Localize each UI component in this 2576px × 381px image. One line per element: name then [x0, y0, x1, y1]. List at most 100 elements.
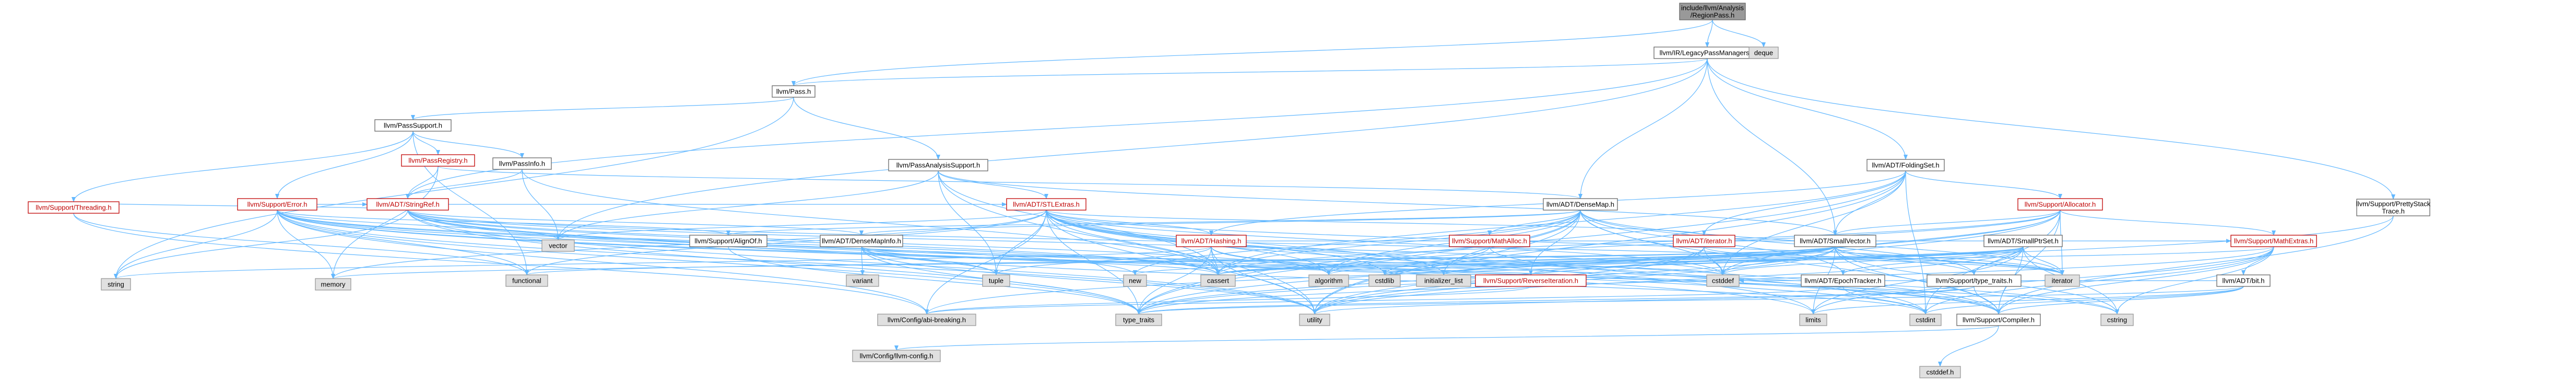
node-iterator-h[interactable]: llvm/ADT/iterator.h	[1673, 235, 1735, 247]
edge-legacy_pm-to-small_vector	[1707, 58, 1837, 236]
node-math-extras[interactable]: llvm/Support/MathExtras.h	[2230, 235, 2317, 247]
edge-pass_analysis_support-to-vector	[556, 170, 939, 240]
edge-dense_map-to-type_traits_llvm	[1580, 210, 1976, 275]
node-region-pass[interactable]: include/llvm/Analysis/RegionPass.h	[1679, 3, 1746, 20]
edge-pass_support-to-pass_info	[412, 131, 524, 158]
node-allocator[interactable]: llvm/Support/Allocator.h	[2017, 198, 2103, 211]
node-box	[820, 235, 903, 247]
node-box	[1176, 235, 1247, 247]
edge-line	[861, 246, 1725, 275]
node-box	[1706, 274, 1740, 287]
node-epoch-tracker[interactable]: llvm/ADT/EpochTracker.h	[1801, 274, 1885, 287]
edge-line	[791, 19, 1713, 86]
node-pass-h[interactable]: llvm/Pass.h	[772, 85, 816, 98]
edge-line	[1216, 210, 2061, 275]
edge-pass_h-to-pass_support	[411, 97, 794, 120]
node-pass-analysis-support[interactable]: llvm/PassAnalysisSupport.h	[888, 159, 988, 171]
node-legacy-pm[interactable]: llvm/IR/LegacyPassManagers.h	[1653, 47, 1761, 59]
node-bit-h[interactable]: llvm/ADT/bit.h	[2216, 274, 2271, 287]
edge-line	[1216, 210, 1581, 275]
edge-line	[1580, 210, 1725, 275]
edge-line	[407, 210, 2119, 315]
node-math-alloc[interactable]: llvm/Support/MathAlloc.h	[1449, 235, 1530, 247]
node-label: llvm/Config/abi-breaking.h	[888, 316, 966, 324]
edge-line	[1529, 246, 2024, 275]
edge-small_vector-to-type_traits_llvm	[1835, 246, 1976, 275]
edge-line	[925, 286, 1844, 315]
node-string-ref[interactable]: llvm/ADT/StringRef.h	[367, 198, 449, 211]
edge-error-to-config_abi	[277, 210, 929, 315]
node-dense-map[interactable]: llvm/ADT/DenseMap.h	[1543, 198, 1618, 211]
edge-small_vector-to-cassert	[1216, 246, 1836, 275]
node-box	[1983, 235, 2063, 247]
node-compiler-h[interactable]: llvm/Support/Compiler.h	[1956, 314, 2041, 326]
node-box	[852, 350, 941, 362]
node-label: llvm/ADT/Hashing.h	[1181, 237, 1242, 245]
node-label: llvm/Pass.h	[776, 88, 811, 96]
node-hashing[interactable]: llvm/ADT/Hashing.h	[1176, 235, 1247, 247]
edge-region_pass-to-legacy_pm	[1705, 19, 1713, 48]
node-label: Trace.h	[2382, 207, 2405, 215]
node-label: limits	[1805, 316, 1821, 324]
node-pass-support[interactable]: llvm/PassSupport.h	[374, 119, 452, 132]
node-type-traits-llvm[interactable]: llvm/Support/type_traits.h	[1927, 274, 2022, 287]
edge-bit_h-to-compiler_h	[1996, 286, 2244, 315]
edge-pass_h-to-pass_analysis_support	[793, 97, 940, 160]
edge-line	[1712, 19, 1766, 48]
node-box	[101, 278, 131, 291]
edge-line	[407, 210, 2001, 315]
node-box	[1799, 314, 1827, 326]
node-pass-info[interactable]: llvm/PassInfo.h	[492, 157, 552, 170]
node-label: algorithm	[1315, 277, 1342, 285]
edge-threading-to-config_abi	[73, 213, 929, 315]
edge-line	[1529, 210, 1581, 275]
edge-error-to-string	[114, 210, 278, 279]
node-label: include/llvm/Analysis	[1681, 4, 1744, 12]
edge-dense_map-to-new	[1133, 210, 1581, 275]
node-small-ptr-set[interactable]: llvm/ADT/SmallPtrSet.h	[1983, 235, 2063, 247]
node-stl-extras[interactable]: llvm/ADT/STLExtras.h	[1006, 198, 1086, 211]
edge-line	[791, 58, 1708, 86]
node-align-of[interactable]: llvm/Support/AlignOf.h	[689, 235, 767, 247]
node-error[interactable]: llvm/Support/Error.h	[237, 198, 317, 211]
node-box	[1006, 198, 1086, 211]
node-pass-registry[interactable]: llvm/PassRegistry.h	[401, 154, 475, 167]
node-label: string	[108, 281, 124, 288]
node-iterator: iterator	[2045, 274, 2080, 287]
edge-line	[1835, 246, 2064, 275]
edge-line	[331, 166, 439, 279]
node-cstdlib: cstdlib	[1368, 274, 1401, 287]
edge-line	[1578, 58, 1708, 199]
node-small-vector[interactable]: llvm/ADT/SmallVector.h	[1794, 235, 1876, 247]
edge-line	[1833, 210, 2061, 236]
edge-line	[412, 131, 524, 158]
edge-line	[438, 166, 1582, 199]
node-dense-map-info[interactable]: llvm/ADT/DenseMapInfo.h	[820, 235, 903, 247]
node-box	[492, 157, 552, 170]
edge-stl_extras-to-iterator	[1046, 210, 2064, 275]
edge-line	[73, 213, 929, 315]
node-reverse-iter[interactable]: llvm/Support/ReverseIteration.h	[1475, 274, 1587, 287]
edge-pretty_stack-to-config_abi	[925, 215, 2394, 315]
edge-small_ptr_set-to-iterator	[2023, 246, 2064, 275]
node-box	[2100, 314, 2134, 326]
edge-line	[73, 213, 529, 275]
node-cstdint: cstdint	[1909, 314, 1942, 326]
node-box	[1919, 366, 1961, 378]
edge-error-to-utility	[277, 210, 1317, 315]
edge-pass_support-to-pass_registry	[412, 131, 440, 155]
node-box	[1673, 235, 1735, 247]
node-label: llvm/ADT/DenseMap.h	[1546, 201, 1614, 209]
node-box	[982, 274, 1010, 287]
edge-line	[1705, 19, 1713, 48]
edge-small_ptr_set-to-cstddef	[1721, 246, 2024, 275]
edge-pass_analysis_support-to-cassert	[938, 170, 1220, 275]
node-threading[interactable]: llvm/Support/Threading.h	[28, 201, 120, 214]
edge-allocator-to-cassert	[1216, 210, 2061, 275]
edge-line	[1313, 246, 2024, 315]
node-folding-set[interactable]: llvm/ADT/FoldingSet.h	[1866, 159, 1945, 171]
edge-hashing-to-string	[114, 246, 1212, 279]
node-label: llvm/IR/LegacyPassManagers.h	[1660, 49, 1755, 57]
edge-line	[1137, 286, 1975, 315]
